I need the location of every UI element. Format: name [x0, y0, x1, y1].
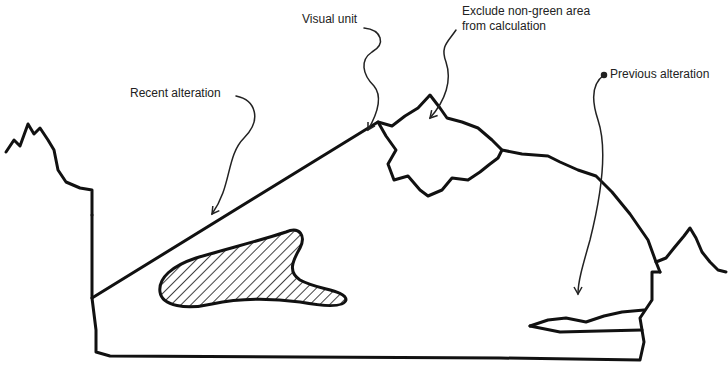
previous-alteration-area	[530, 310, 644, 326]
callout-label: Previous alteration	[610, 67, 709, 82]
previous-alteration-area-base	[530, 326, 642, 332]
right-range	[656, 228, 726, 272]
recent-alteration-area	[160, 230, 346, 306]
callout-label: Exclude non-green area from calculation	[462, 4, 598, 34]
visual-unit-base	[92, 215, 660, 360]
leader-arrow	[212, 96, 255, 214]
leader-arrow	[364, 28, 380, 130]
callout-label: Recent alteration	[130, 86, 221, 101]
leader-arrow	[578, 75, 604, 294]
left-range	[6, 124, 92, 215]
non-green-area	[378, 122, 502, 196]
callout-label: Visual unit	[302, 12, 357, 27]
leader-arrow	[430, 30, 456, 118]
